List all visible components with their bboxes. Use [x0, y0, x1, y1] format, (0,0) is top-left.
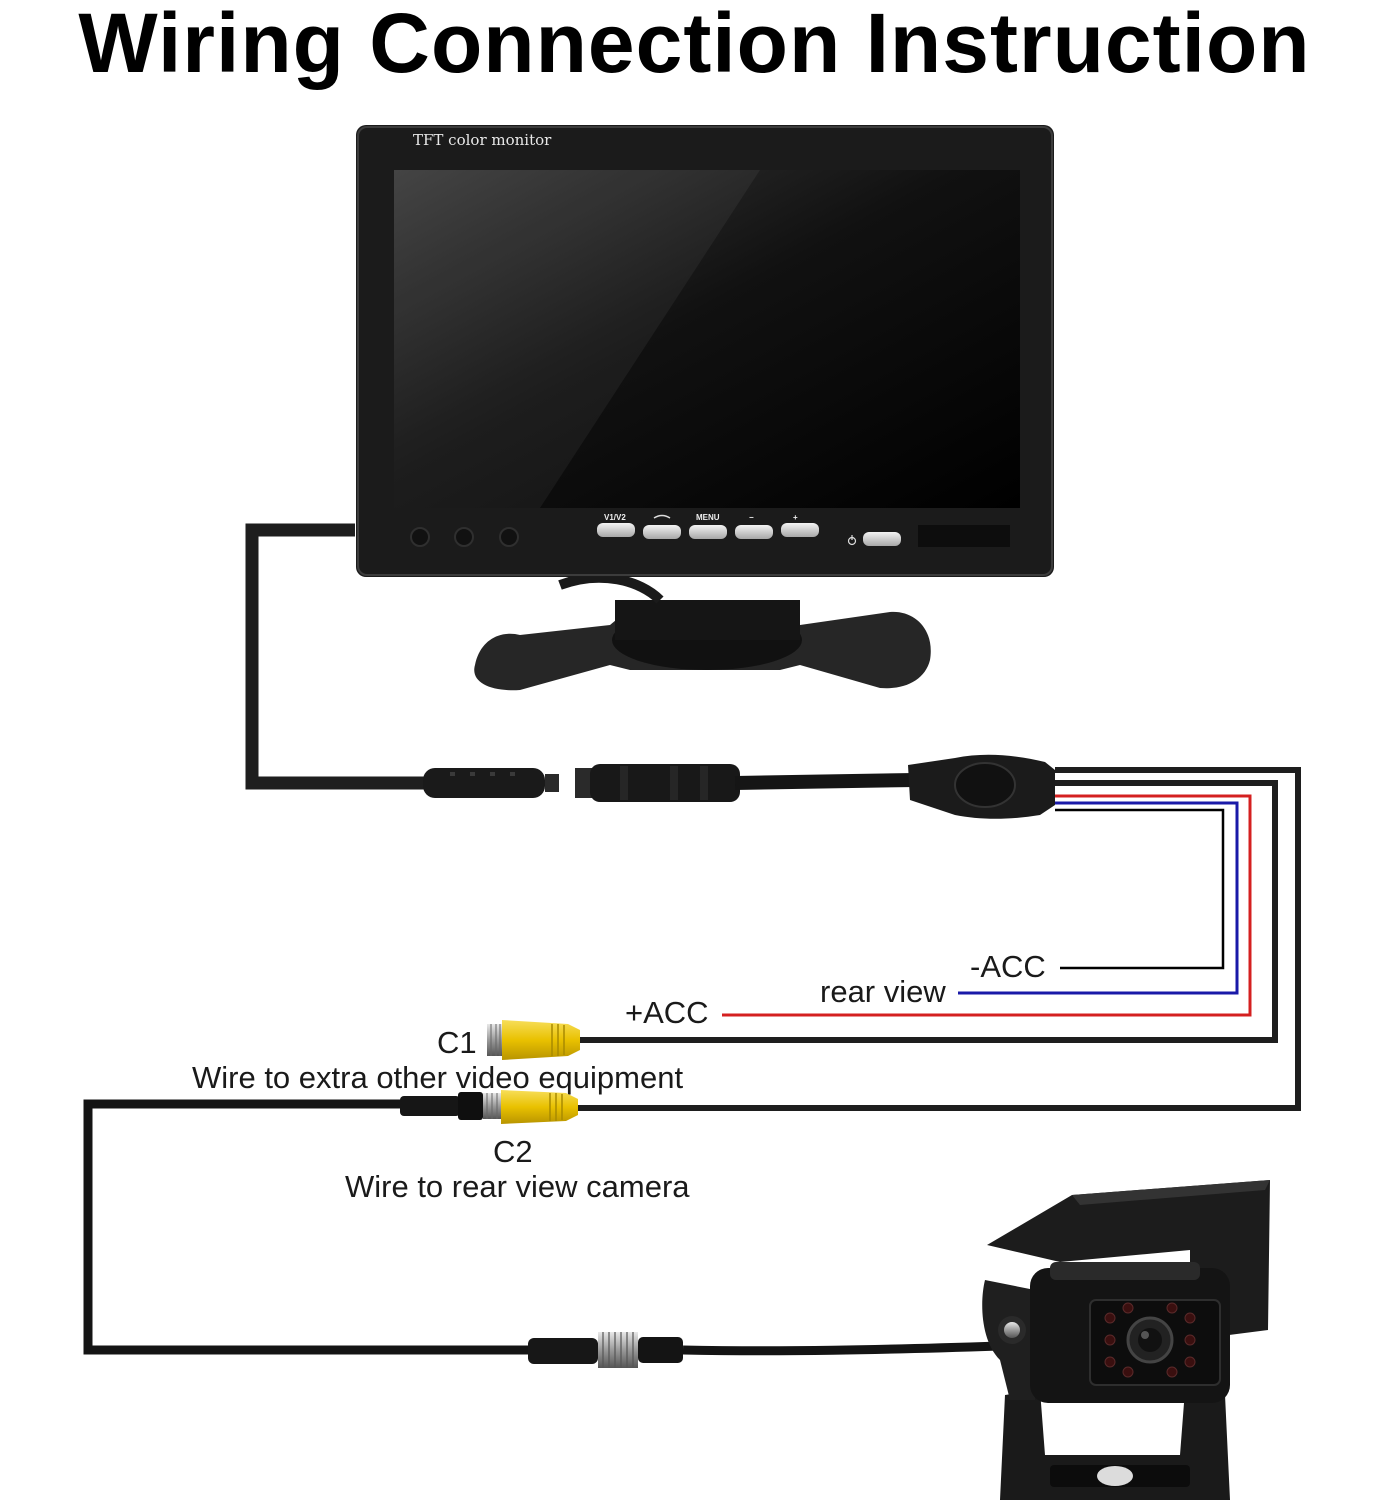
monitor-control-buttons: V1/V2 MENU − + [597, 513, 901, 546]
plus-button[interactable] [781, 523, 819, 537]
rear-view-label: rear view [820, 974, 946, 1009]
monitor-brand-label: TFT color monitor [413, 131, 552, 149]
minus-button-label: − [749, 513, 754, 522]
monitor-screen [394, 170, 1020, 508]
v1v2-button[interactable] [597, 523, 635, 537]
source-icon [653, 514, 671, 519]
c2-rca-connector [400, 1090, 578, 1124]
power-button[interactable] [863, 532, 901, 546]
c2-description: Wire to rear view camera [345, 1169, 690, 1204]
camera-cable [83, 1099, 540, 1355]
monitor-round-button[interactable] [499, 527, 519, 547]
minus-acc-label: -ACC [970, 949, 1046, 984]
tft-monitor: TFT color monitor V1/V2 MENU − + [356, 125, 1054, 691]
plus-acc-label: +ACC [625, 995, 709, 1030]
v1v2-button-label: V1/V2 [604, 513, 626, 522]
camera-aviation-connector [528, 1332, 683, 1368]
plus-button-label: + [793, 513, 798, 522]
c1-wire [575, 780, 1278, 1043]
rear-view-camera [982, 1180, 1270, 1500]
plus-acc-wire [722, 794, 1252, 1017]
minus-acc-wire [1055, 808, 1225, 970]
monitor-round-button[interactable] [410, 527, 430, 547]
c1-description: Wire to extra other video equipment [192, 1060, 683, 1095]
monitor-round-button[interactable] [454, 527, 474, 547]
power-icon [847, 535, 857, 546]
menu-button[interactable] [689, 525, 727, 539]
c2-label: C2 [493, 1134, 533, 1169]
menu-button-label: MENU [696, 513, 720, 522]
ir-window [918, 525, 1010, 547]
c1-rca-connector [487, 1020, 580, 1060]
monitor-stand [474, 572, 931, 691]
breakout-junction [908, 754, 1055, 819]
rear-view-wire [958, 801, 1239, 995]
monitor-cable [245, 523, 430, 790]
page-title: Wiring Connection Instruction [78, 0, 1311, 90]
source-button[interactable] [643, 525, 681, 539]
c1-label: C1 [437, 1025, 477, 1060]
breakout-cable [734, 773, 916, 790]
minus-button[interactable] [735, 525, 773, 539]
c2-wire [575, 767, 1301, 1111]
mini-din-connector [423, 764, 740, 802]
